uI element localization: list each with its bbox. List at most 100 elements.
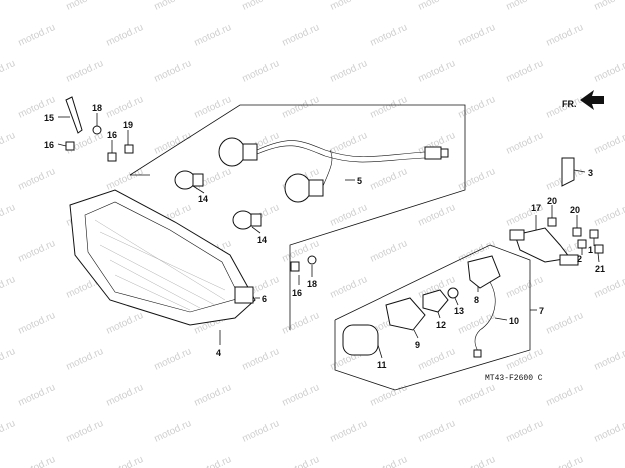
watermark-text: motod.ru [369, 382, 409, 409]
watermark-text: motod.ru [241, 346, 281, 373]
callout-5: 5 [357, 176, 362, 186]
front-direction-label: FR. [562, 99, 577, 109]
watermark-text: motod.ru [329, 274, 369, 301]
watermark-text: motod.ru [0, 202, 17, 229]
watermark-text: motod.ru [0, 418, 17, 445]
watermark-text: motod.ru [369, 166, 409, 193]
watermark-text: motod.ru [369, 454, 409, 468]
watermark-text: motod.ru [593, 202, 625, 229]
watermark-text: motod.ru [241, 418, 281, 445]
assembly-outline-license [334, 244, 531, 391]
watermark-text: motod.ru [153, 346, 193, 373]
watermark-text: motod.ru [241, 0, 281, 13]
callout-16-right: 16 [292, 288, 302, 298]
watermark-text: motod.ru [505, 0, 545, 13]
watermark-text: motod.ru [329, 0, 369, 13]
watermark-text: motod.ru [0, 0, 17, 13]
callout-18-right: 18 [307, 279, 317, 289]
watermark-text: motod.ru [65, 0, 105, 13]
watermark-text: motod.ru [593, 58, 625, 85]
nut-16c [290, 261, 300, 272]
callout-13: 13 [454, 306, 464, 316]
watermark-text: motod.ru [0, 274, 17, 301]
bracket-3 [561, 157, 575, 187]
watermark-text: motod.ru [0, 58, 17, 85]
watermark-text: motod.ru [593, 274, 625, 301]
watermark-text: motod.ru [593, 130, 625, 157]
callout-20-right: 20 [570, 205, 580, 215]
bulb-13 [447, 287, 459, 299]
nut-2 [577, 239, 587, 249]
watermark-text: motod.ru [17, 382, 57, 409]
watermark-text: motod.ru [193, 22, 233, 49]
callout-15: 15 [44, 113, 54, 123]
washer-20b [572, 227, 582, 237]
watermark-text: motod.ru [17, 166, 57, 193]
watermark-text: motod.ru [369, 238, 409, 265]
bulb-upper [174, 170, 204, 190]
watermark-text: motod.ru [457, 454, 497, 468]
watermark-text: motod.ru [417, 58, 457, 85]
watermark-text: motod.ru [545, 382, 585, 409]
watermark-text: motod.ru [457, 22, 497, 49]
clip-16b [107, 152, 117, 162]
watermark-text: motod.ru [545, 454, 585, 468]
taillight-housing [69, 189, 256, 326]
socket-wire-harness [218, 137, 449, 203]
watermark-text: motod.ru [417, 346, 457, 373]
watermark-text: motod.ru [241, 58, 281, 85]
watermark-text: motod.ru [281, 94, 321, 121]
watermark-text: motod.ru [105, 22, 145, 49]
callout-1: 1 [588, 245, 593, 255]
socket-8 [467, 255, 501, 289]
license-bracket-17 [509, 227, 579, 266]
callout-4: 4 [216, 348, 221, 358]
watermark-text: motod.ru [153, 0, 193, 13]
watermark-text: motod.ru [593, 418, 625, 445]
leader-lines [57, 113, 600, 359]
callout-6: 6 [262, 294, 267, 304]
watermark-text: motod.ru [281, 454, 321, 468]
nut-1 [589, 229, 599, 239]
callout-11: 11 [377, 360, 387, 370]
watermark-text: motod.ru [281, 22, 321, 49]
watermark-text: motod.ru [505, 130, 545, 157]
callout-10: 10 [509, 316, 519, 326]
washer-20a [547, 217, 557, 227]
watermark-text: motod.ru [153, 130, 193, 157]
callout-labels: 1 2 3 4 5 6 7 8 9 10 11 12 13 14 14 15 1… [44, 103, 605, 370]
washer-21 [594, 244, 604, 254]
watermark-text: motod.ru [545, 310, 585, 337]
watermark-text: motod.ru [153, 58, 193, 85]
callout-7: 7 [539, 306, 544, 316]
callout-17: 17 [531, 203, 541, 213]
callout-20-left: 20 [547, 196, 557, 206]
callout-8: 8 [474, 295, 479, 305]
callout-16-left: 16 [44, 140, 54, 150]
watermark-text: motod.ru [17, 454, 57, 468]
watermark-text: motod.ru [417, 0, 457, 13]
watermark-text: motod.ru [105, 454, 145, 468]
watermark-text: motod.ru [17, 22, 57, 49]
watermark-text: motod.ru [505, 58, 545, 85]
watermark-text: motod.ru [545, 22, 585, 49]
callout-12: 12 [436, 320, 446, 330]
watermark-text: motod.ru [329, 202, 369, 229]
watermark-text: motod.ru [369, 94, 409, 121]
watermark-text: motod.ru [593, 346, 625, 373]
watermark-text: motod.ru [193, 382, 233, 409]
watermark-text: motod.ru [329, 418, 369, 445]
watermark-text: motod.ru [105, 382, 145, 409]
watermark-text: motod.ru [505, 418, 545, 445]
assembly-outline-main [129, 104, 466, 330]
license-light-case-9 [385, 297, 426, 331]
callout-14-lower: 14 [257, 235, 267, 245]
watermark-text: motod.ru [153, 418, 193, 445]
wire-10 [473, 281, 496, 358]
bulb-lower [232, 210, 262, 230]
watermark-text: motod.ru [457, 382, 497, 409]
watermark-text: motod.ru [0, 346, 17, 373]
callout-2: 2 [577, 254, 582, 264]
watermark-text: motod.ru [65, 58, 105, 85]
